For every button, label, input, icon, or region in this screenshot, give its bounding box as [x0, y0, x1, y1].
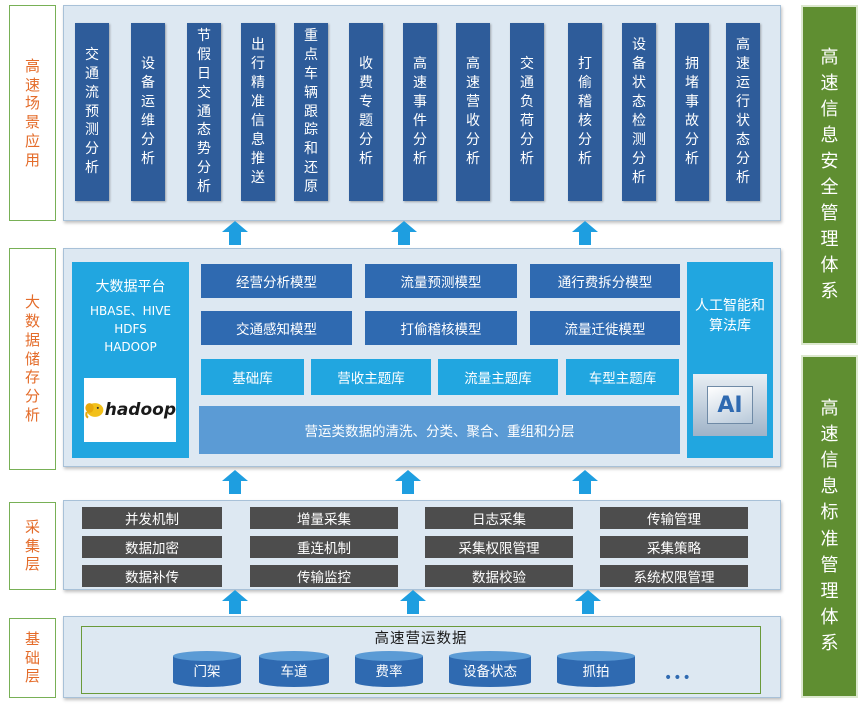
- model-box: 流量预测模型: [365, 264, 517, 298]
- ai-chip-label: AI: [717, 392, 743, 418]
- collect-box: 日志采集: [425, 507, 573, 529]
- elephant-icon: [85, 403, 104, 419]
- ai-library: 人工智能和算法库 AI: [687, 262, 773, 458]
- standard-system-box: 高速信息标准管理体系: [801, 355, 858, 698]
- up-arrow-icon: [222, 221, 248, 245]
- layer-label-scene: 高速场景应用: [9, 5, 56, 221]
- platform-line: HADOOP: [104, 340, 157, 354]
- up-arrow-icon: [395, 470, 421, 494]
- collect-box: 重连机制: [250, 536, 398, 558]
- ai-title: 人工智能和算法库: [695, 298, 765, 334]
- up-arrow-icon: [572, 470, 598, 494]
- cleaning-box: 营运类数据的清洗、分类、聚合、重组和分层: [199, 406, 680, 454]
- layer-label-base: 基础层: [9, 618, 56, 698]
- hadoop-logo: hadoop: [84, 378, 176, 442]
- scenario-box: 收费专题分析: [349, 23, 383, 201]
- platform-line: HDFS: [114, 322, 147, 336]
- base-data-frame: [81, 626, 761, 694]
- scenario-box: 节假日交通态势分析: [187, 23, 221, 201]
- up-arrow-icon: [391, 221, 417, 245]
- collect-box: 并发机制: [82, 507, 222, 529]
- scenario-box: 高速营收分析: [456, 23, 490, 201]
- collect-box: 传输管理: [600, 507, 748, 529]
- collect-box: 数据校验: [425, 565, 573, 587]
- security-system-box: 高速信息安全管理体系: [801, 5, 858, 345]
- scenario-box: 交通流预测分析: [75, 23, 109, 201]
- library-box: 流量主题库: [438, 359, 558, 395]
- platform-title: 大数据平台: [95, 279, 166, 295]
- scenario-box: 打偷稽核分析: [568, 23, 602, 201]
- db-label: 门架: [193, 664, 221, 680]
- base-title: 高速营运数据: [374, 631, 468, 647]
- scenario-box: 出行精准信息推送: [241, 23, 275, 201]
- library-box: 基础库: [201, 359, 304, 395]
- db-cylinder: 费率: [354, 651, 424, 687]
- db-cylinder: 设备状态: [448, 651, 532, 687]
- model-box: 经营分析模型: [201, 264, 352, 298]
- scenario-box: 设备运维分析: [131, 23, 165, 201]
- model-box: 交通感知模型: [201, 311, 352, 345]
- db-cylinder: 门架: [172, 651, 242, 687]
- collect-box: 数据加密: [82, 536, 222, 558]
- collect-box: 增量采集: [250, 507, 398, 529]
- scenario-box: 重点车辆跟踪和还原: [294, 23, 328, 201]
- db-cylinder: 车道: [258, 651, 330, 687]
- library-box: 营收主题库: [311, 359, 431, 395]
- scenario-box: 设备状态检测分析: [622, 23, 656, 201]
- bigdata-platform: 大数据平台 HBASE、HIVE HDFS HADOOP hadoop: [72, 262, 189, 458]
- scenario-box: 交通负荷分析: [510, 23, 544, 201]
- model-box: 流量迁徙模型: [530, 311, 680, 345]
- up-arrow-icon: [222, 590, 248, 614]
- collect-box: 采集权限管理: [425, 536, 573, 558]
- db-label: 设备状态: [463, 664, 517, 680]
- more-dots-icon: •••: [664, 670, 692, 686]
- db-label: 费率: [375, 664, 403, 680]
- platform-line: HBASE、HIVE: [89, 304, 172, 318]
- collect-box: 传输监控: [250, 565, 398, 587]
- db-cylinder: 抓拍: [556, 651, 636, 687]
- up-arrow-icon: [575, 590, 601, 614]
- hadoop-logo-text: hadoop: [104, 400, 176, 420]
- db-label: 车道: [280, 664, 308, 680]
- scenario-box: 拥堵事故分析: [675, 23, 709, 201]
- collect-box: 系统权限管理: [600, 565, 748, 587]
- up-arrow-icon: [400, 590, 426, 614]
- collect-box: 采集策略: [600, 536, 748, 558]
- ai-chip-image: AI: [693, 374, 767, 436]
- model-box: 通行费拆分模型: [530, 264, 680, 298]
- scenario-box: 高速事件分析: [403, 23, 437, 201]
- collect-box: 数据补传: [82, 565, 222, 587]
- layer-label-collect: 采集层: [9, 502, 56, 590]
- layer-label-bigdata: 大数据储存分析: [9, 248, 56, 470]
- library-box: 车型主题库: [566, 359, 679, 395]
- model-box: 打偷稽核模型: [365, 311, 517, 345]
- scenario-box: 高速运行状态分析: [726, 23, 760, 201]
- db-label: 抓拍: [582, 664, 610, 680]
- up-arrow-icon: [222, 470, 248, 494]
- up-arrow-icon: [572, 221, 598, 245]
